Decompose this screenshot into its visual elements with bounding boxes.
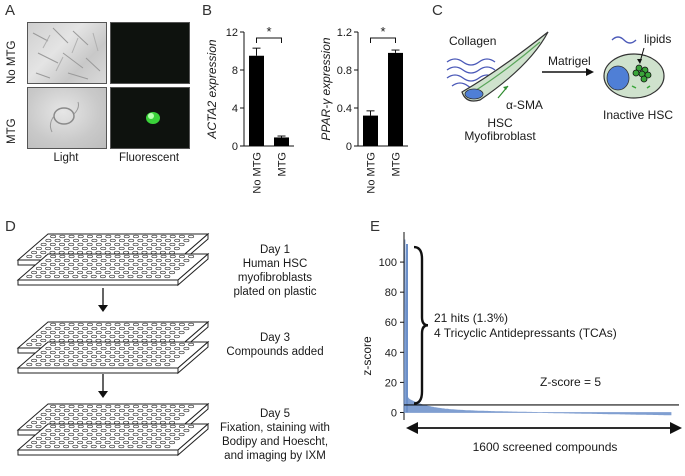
- acta2-bar-1: [274, 137, 289, 146]
- acta2-category-label-1: MTG: [277, 152, 289, 176]
- myofibroblast-cell-icon: [461, 31, 549, 102]
- step-3-line-2: Bodipy and Hoescht,: [221, 436, 329, 448]
- acta2-significance-star: *: [266, 24, 271, 39]
- plate-1-top-wells: [26, 322, 195, 347]
- col-label-light: Light: [53, 152, 79, 164]
- micrograph-light-no-mtg: [27, 22, 107, 84]
- inactive-hsc-label: Inactive HSC: [602, 108, 674, 122]
- green-fluorescence-icon: [146, 112, 160, 124]
- step-1-title: Day 1: [259, 244, 291, 256]
- hits-label: 21 hits (1.3%): [434, 311, 509, 325]
- ppar-ytick-label-2: 0.8: [337, 65, 352, 77]
- zscore-ytick-label-5: 100: [379, 257, 397, 269]
- plate-2-bottom-wells: [26, 424, 195, 449]
- step-1-line-2: myofibroblasts: [237, 272, 313, 284]
- threshold-label: Z-score = 5: [540, 375, 602, 389]
- plate-0-bottom-wells: [26, 254, 195, 279]
- plate-1-bottom-wells: [26, 342, 195, 367]
- acta2-ytick-label-3: 12: [226, 27, 238, 39]
- ppar-bar-0: [363, 115, 378, 146]
- micrograph-fluorescent-no-mtg: [110, 22, 190, 84]
- col-label-fluorescent: Fluorescent: [118, 152, 180, 164]
- lipid-droplets-icon: [632, 64, 652, 83]
- zscore-ytick-label-2: 40: [385, 347, 397, 359]
- zscore-ytick-label-0: 0: [391, 407, 397, 419]
- tca-label: 4 Tricyclic Antidepressants (TCAs): [434, 326, 617, 340]
- step-1-line-1: Human HSC: [242, 258, 308, 270]
- panel-label-d: D: [5, 218, 16, 235]
- ppar-ytick-label-0: 0: [346, 141, 352, 153]
- hits-brace-icon: [413, 245, 429, 405]
- matrigel-label: Matrigel: [548, 54, 591, 68]
- acta2-ytick-label-2: 8: [232, 65, 238, 77]
- step-2-line-1: Compounds added: [226, 346, 324, 358]
- ppar-y-axis-label: PPAR-γ expression: [319, 37, 333, 140]
- micrograph-light-mtg: [27, 87, 107, 149]
- panel-label-c: C: [432, 2, 443, 19]
- ppar-category-label-0: No MTG: [366, 152, 378, 194]
- zscore-ytick-label-3: 60: [385, 317, 397, 329]
- step-2-title: Day 3: [259, 332, 291, 344]
- nucleus-icon: [464, 88, 484, 100]
- acta2-ytick-label-1: 4: [232, 103, 238, 115]
- ppar-category-label-1: MTG: [391, 152, 403, 176]
- acta2-ytick-label-0: 0: [232, 141, 238, 153]
- hsc-label: HSC: [487, 116, 513, 130]
- step-3-title: Day 5: [259, 408, 291, 420]
- alpha-sma-label: α-SMA: [506, 98, 543, 112]
- panel-label-e: E: [370, 218, 381, 235]
- step-3-line-3: and imaging by IXM: [224, 450, 326, 462]
- panel-label-a: A: [5, 2, 16, 19]
- acta2-bar-0: [249, 55, 264, 146]
- lipids-label: lipids: [644, 32, 672, 46]
- inactive-nucleus-icon: [606, 65, 630, 91]
- zscore-distribution: [403, 239, 672, 416]
- cell-texture-icon: [32, 27, 101, 80]
- acta2-significance-bracket: [256, 37, 282, 43]
- workflow-arrowhead-1: [98, 391, 108, 398]
- plate-2-bottom-side: [177, 422, 209, 457]
- zscore-ytick-label-1: 20: [385, 377, 397, 389]
- micrograph-fluorescent-mtg: [110, 87, 190, 149]
- acta2-category-label-0: No MTG: [252, 152, 264, 194]
- step-3-line-1: Fixation, staining with: [220, 422, 330, 434]
- ppar-ytick-label-3: 1.2: [337, 27, 352, 39]
- cell-cluster-icon: [49, 101, 79, 133]
- panel-label-b: B: [202, 2, 213, 19]
- zscore-y-axis-label: z-score: [360, 336, 374, 376]
- collagen-label: Collagen: [449, 34, 497, 48]
- step-1-line-3: plated on plastic: [233, 286, 317, 298]
- ppar-significance-star: *: [380, 24, 385, 39]
- zscore-ytick-label-4: 80: [385, 287, 397, 299]
- plate-1-bottom-side: [177, 340, 209, 375]
- x-axis-label: 1600 screened compounds: [472, 440, 618, 454]
- myofibroblast-label: Myofibroblast: [464, 129, 536, 143]
- ppar-significance-bracket: [370, 37, 396, 43]
- arrowhead-right-icon: [670, 422, 682, 434]
- ppar-bar-1: [388, 52, 403, 146]
- workflow-arrowhead-0: [98, 305, 108, 312]
- acta2-y-axis-label: ACTA2 expression: [205, 39, 219, 139]
- arrowhead-left-icon: [406, 422, 418, 434]
- plate-0-bottom-side: [177, 252, 209, 287]
- ppar-ytick-label-1: 0.4: [337, 103, 352, 115]
